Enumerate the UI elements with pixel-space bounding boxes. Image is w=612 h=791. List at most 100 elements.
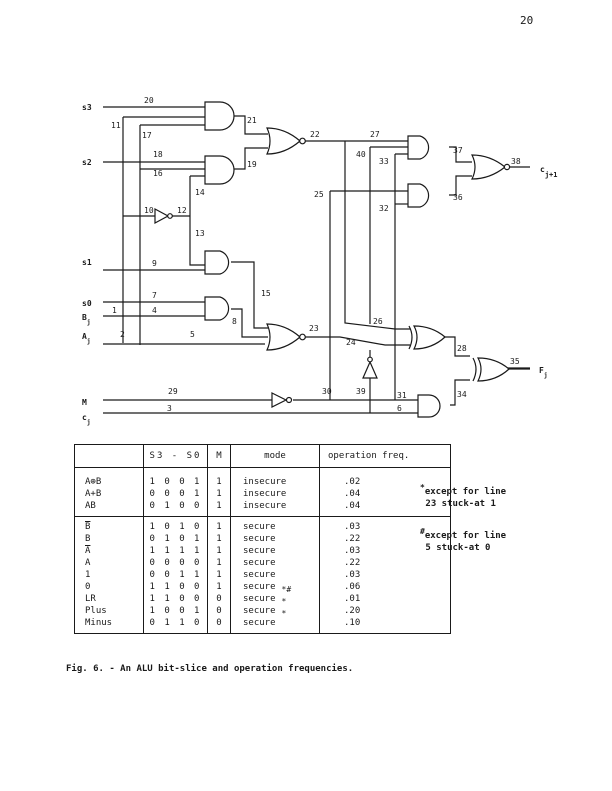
header-select: S3 - S0 [143, 444, 208, 468]
table-header-row: S3 - S0 M mode operation freq. [74, 444, 451, 468]
line-label-16: 16 [153, 169, 163, 178]
line-label-6: 6 [397, 404, 402, 413]
mode-label: secure [243, 546, 276, 556]
line-label-40: 40 [356, 150, 366, 159]
select-bits: 0 0 0 0 [143, 557, 208, 569]
footnote-hash-line2: 5 stuck-at 0 [425, 543, 491, 553]
mode-label: secure [243, 522, 276, 532]
op-label: A+B [85, 488, 102, 499]
mode: secure [230, 533, 320, 545]
operation-freq: .04 [319, 500, 451, 517]
inverter-39 [362, 356, 378, 379]
mode-label: secure [243, 594, 276, 604]
footnote-mark: * [281, 597, 287, 606]
op-name: Plus [74, 605, 144, 617]
line-label-13: 13 [195, 229, 205, 238]
select-bits: 0 1 0 0 [143, 500, 208, 517]
op-name: A+B [74, 488, 144, 500]
op-name: LR [74, 593, 144, 605]
line-label-31: 31 [397, 391, 407, 400]
operation-freq: .01 [319, 593, 451, 605]
select-bits: 0 0 0 1 [143, 488, 208, 500]
and-gate-37 [407, 135, 430, 160]
m-bit: 0 [207, 605, 231, 617]
header-op [74, 444, 144, 468]
mode-label: secure [243, 534, 276, 544]
line-label-17: 17 [142, 131, 152, 140]
op-label: B [85, 521, 91, 532]
and-gate-21 [204, 101, 235, 131]
and-gate-15 [204, 250, 230, 275]
inverter-30 [271, 392, 293, 408]
header-freq: operation freq. [319, 444, 451, 468]
line-label-4: 4 [152, 306, 157, 315]
page-number: 20 [520, 14, 534, 27]
select-bits: 0 0 1 1 [143, 569, 208, 581]
mode-label: secure [243, 558, 276, 568]
input-s0: s0 [82, 299, 92, 308]
mode-label: insecure [243, 501, 287, 511]
line-label-1: 1 [112, 306, 117, 315]
mode: insecure [230, 467, 320, 488]
xor-gate-35 [472, 357, 510, 382]
select-bits: 1 0 1 0 [143, 516, 208, 533]
line-label-21: 21 [247, 116, 257, 125]
op-label: LR [85, 593, 96, 604]
output-carry: cj+1 [540, 165, 557, 179]
m-bit: 0 [207, 593, 231, 605]
line-label-33: 33 [379, 157, 389, 166]
mode: secure [230, 569, 320, 581]
and-gate-8 [204, 296, 230, 321]
input-aj: Aj [82, 332, 90, 345]
mode: secure [230, 516, 320, 533]
line-label-36: 36 [453, 193, 463, 202]
header-mode: mode [230, 444, 320, 468]
line-label-28: 28 [457, 344, 467, 353]
alu-circuit-diagram: s3 s2 s1 s0 Bj Aj M cj cj+1 Fj 1 2 3 4 5… [82, 96, 557, 426]
line-label-24: 24 [346, 338, 356, 347]
mode: insecure [230, 500, 320, 517]
op-name: AB [74, 500, 144, 517]
and-gate-36 [407, 183, 430, 208]
select-bits: 1 1 0 0 [143, 581, 208, 593]
operation-freq: .22 [319, 557, 451, 569]
header-m: M [207, 444, 231, 468]
op-label: AB [85, 500, 96, 511]
footnote-mark: * [281, 609, 287, 618]
footnote-star-symbol: * [420, 483, 425, 492]
nor-gate-22 [266, 127, 306, 155]
mode-label: secure [243, 570, 276, 580]
line-label-34: 34 [457, 390, 467, 399]
operation-freq: .03 [319, 545, 451, 557]
mode-label: insecure [243, 477, 287, 487]
operation-freq: .04 [319, 488, 451, 500]
and-gate-19 [204, 155, 235, 185]
line-label-26: 26 [373, 317, 383, 326]
line-label-37: 37 [453, 146, 463, 155]
input-bj: Bj [82, 313, 90, 326]
operation-freq: .22 [319, 533, 451, 545]
op-label: 0 [85, 581, 91, 592]
mode-label: secure [243, 582, 276, 592]
input-s1: s1 [82, 258, 92, 267]
operation-table: S3 - S0 M mode operation freq. A⊕B 1 0 0 … [74, 444, 451, 634]
mode: secure*# [230, 581, 320, 594]
op-label: A⊕B [85, 476, 102, 487]
op-name: A⊕B [74, 467, 144, 488]
line-label-8: 8 [232, 317, 237, 326]
mode-label: insecure [243, 489, 287, 499]
nor-gate-23 [266, 323, 306, 351]
mode-label: secure [243, 606, 276, 616]
op-name: 0 [74, 581, 144, 593]
op-name: B [74, 533, 144, 545]
operation-freq: .03 [319, 516, 451, 533]
line-label-30: 30 [322, 387, 332, 396]
line-label-2: 2 [120, 330, 125, 339]
input-s2: s2 [82, 158, 92, 167]
op-label: 1 [85, 569, 91, 580]
line-label-15: 15 [261, 289, 271, 298]
wires [103, 106, 530, 414]
